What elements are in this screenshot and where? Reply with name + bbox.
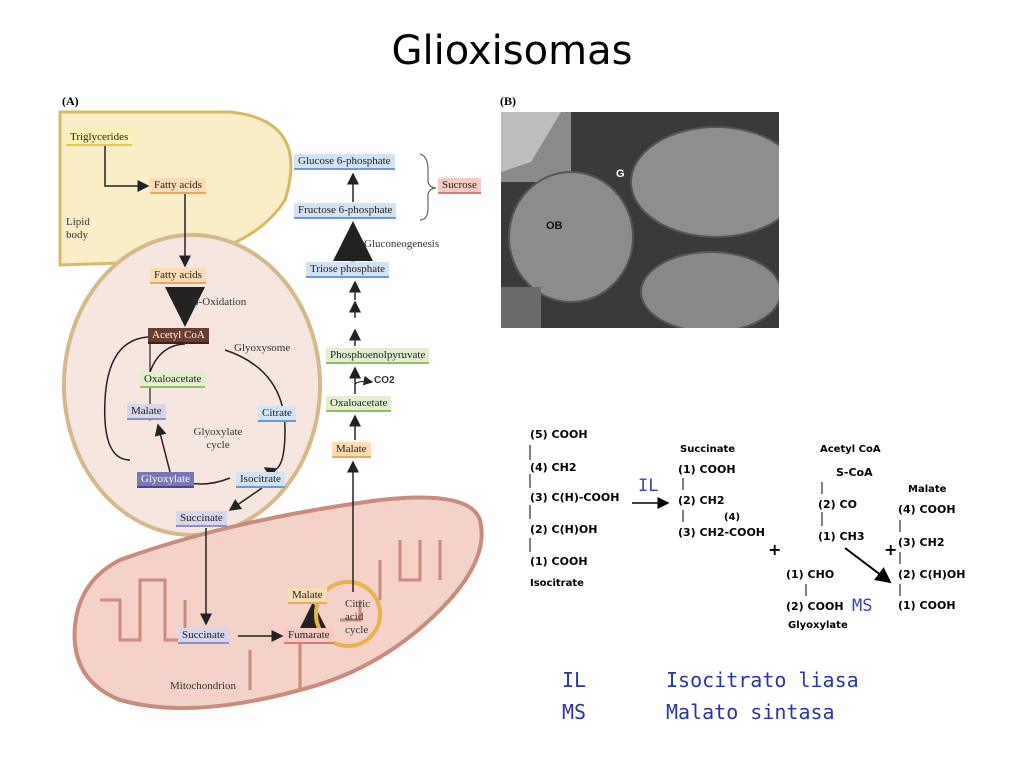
node-fatty-acids-1: Fatty acids [150, 178, 206, 194]
label-ob: OB [546, 220, 563, 232]
malate-title: Malate [908, 484, 947, 495]
acetyl-coa-line-3: (1) CH3 [818, 530, 865, 543]
sucrose-brace [419, 153, 437, 221]
label-gluconeogenesis: Gluconeogenesis [364, 238, 440, 250]
micrograph [501, 112, 779, 328]
isocitrate-line-4: (2) C(H)OH [530, 523, 598, 536]
oil-body-shape [508, 171, 634, 303]
acetyl-coa-title: Acetyl CoA [820, 444, 881, 455]
succinate-pos-4: (4) [724, 512, 741, 523]
legend-name-il: Isocitrato liasa [666, 668, 859, 692]
malate-line-2: (3) CH2 [898, 536, 945, 549]
malate-line-4: (1) COOH [898, 599, 956, 612]
label-citric-acid-cycle: Citric acid cycle [345, 598, 371, 636]
acetyl-coa-line-1: S-CoA [836, 466, 873, 479]
page-title: Glioxisomas [391, 28, 633, 74]
legend-abbr-ms: MS [562, 700, 587, 724]
node-fumarate: Fumarate [284, 628, 334, 644]
glyoxylate-cycle-arc-right [224, 349, 286, 479]
glyoxylate-line-2: (2) COOH [786, 600, 844, 613]
node-oxaloacetate-1: Oxaloacetate [140, 372, 206, 388]
node-pep: Phosphoenolpyruvate [326, 348, 430, 364]
isocitrate-line-5: (1) COOH [530, 555, 588, 568]
acetyl-coa-line-2: (2) CO [818, 498, 857, 511]
label-lipid-body: Lipid body [66, 216, 90, 241]
enzyme-il-label: IL [638, 476, 659, 496]
node-malate-2: Malate [288, 588, 327, 604]
node-succinate-1: Succinate [176, 511, 227, 527]
node-glyoxylate: Glyoxylate [137, 472, 194, 488]
node-glucose-6p: Glucose 6-phosphate [294, 154, 395, 170]
node-isocitrate: Isocitrate [236, 472, 285, 488]
mitochondrion-cristae [100, 540, 442, 690]
node-triglycerides: Triglycerides [66, 130, 133, 146]
succinate-line-3: (3) CH2-COOH [678, 526, 766, 539]
label-beta-oxidation: β-Oxidation [193, 296, 247, 308]
succinate-line-2: (2) CH2 [678, 494, 725, 507]
isocitrate-line-1: (5) COOH [530, 428, 588, 441]
node-succinate-2: Succinate [178, 628, 229, 644]
label-glyoxylate-cycle: Glyoxylate cycle [193, 426, 243, 451]
arrow-glyox-malate [154, 423, 171, 473]
panel-b-label: (B) [500, 94, 516, 108]
succinate-title: Succinate [680, 444, 736, 455]
isocitrate-line-3: (3) C(H)-COOH [530, 491, 620, 504]
malate-line-1: (4) COOH [898, 503, 956, 516]
succinate-line-1: (1) COOH [678, 463, 736, 476]
arrow-isocitrate-succinate [228, 487, 263, 511]
arrow-acetyl-loop [103, 336, 149, 461]
glyoxylate-label: Glyoxylate [788, 620, 848, 631]
label-mitochondrion: Mitochondrion [170, 680, 236, 692]
label-glyoxysome: Glyoxysome [234, 342, 291, 354]
arrow-ms [844, 547, 892, 584]
mitochondrion-shape [72, 495, 484, 710]
citric-acid-cycle-ring [314, 580, 382, 648]
node-triose-phosphate: Triose phosphate [306, 262, 390, 278]
node-oxaloacetate-2: Oxaloacetate [326, 396, 392, 412]
isocitrate-label: Isocitrate [530, 578, 584, 589]
isocitrate-line-2: (4) CH2 [530, 461, 577, 474]
glyoxylate-cycle-arc-top [149, 343, 186, 373]
panel-a-label: (A) [62, 94, 79, 108]
node-malate-3: Malate [332, 442, 371, 458]
label-g: G [616, 168, 625, 180]
legend-name-ms: Malato sintasa [666, 700, 835, 724]
label-co2: CO2 [374, 375, 395, 386]
plus-sign-2: + [884, 540, 898, 559]
node-acetyl-coa: Acetyl CoA [148, 328, 209, 344]
node-citrate: Citrate [258, 406, 296, 422]
plus-sign-1: + [768, 540, 782, 559]
node-sucrose: Sucrose [438, 178, 481, 194]
node-fructose-6p: Fructose 6-phosphate [294, 203, 397, 219]
glyoxylate-line-1: (1) CHO [786, 568, 835, 581]
legend-abbr-il: IL [562, 668, 587, 692]
arrow-co2 [354, 375, 374, 386]
arrow-trig-fatty [104, 146, 150, 192]
enzyme-ms-label: MS [852, 596, 873, 616]
node-malate-1: Malate [127, 404, 166, 420]
malate-line-3: (2) C(H)OH [898, 568, 966, 581]
node-fatty-acids-2: Fatty acids [150, 268, 206, 284]
